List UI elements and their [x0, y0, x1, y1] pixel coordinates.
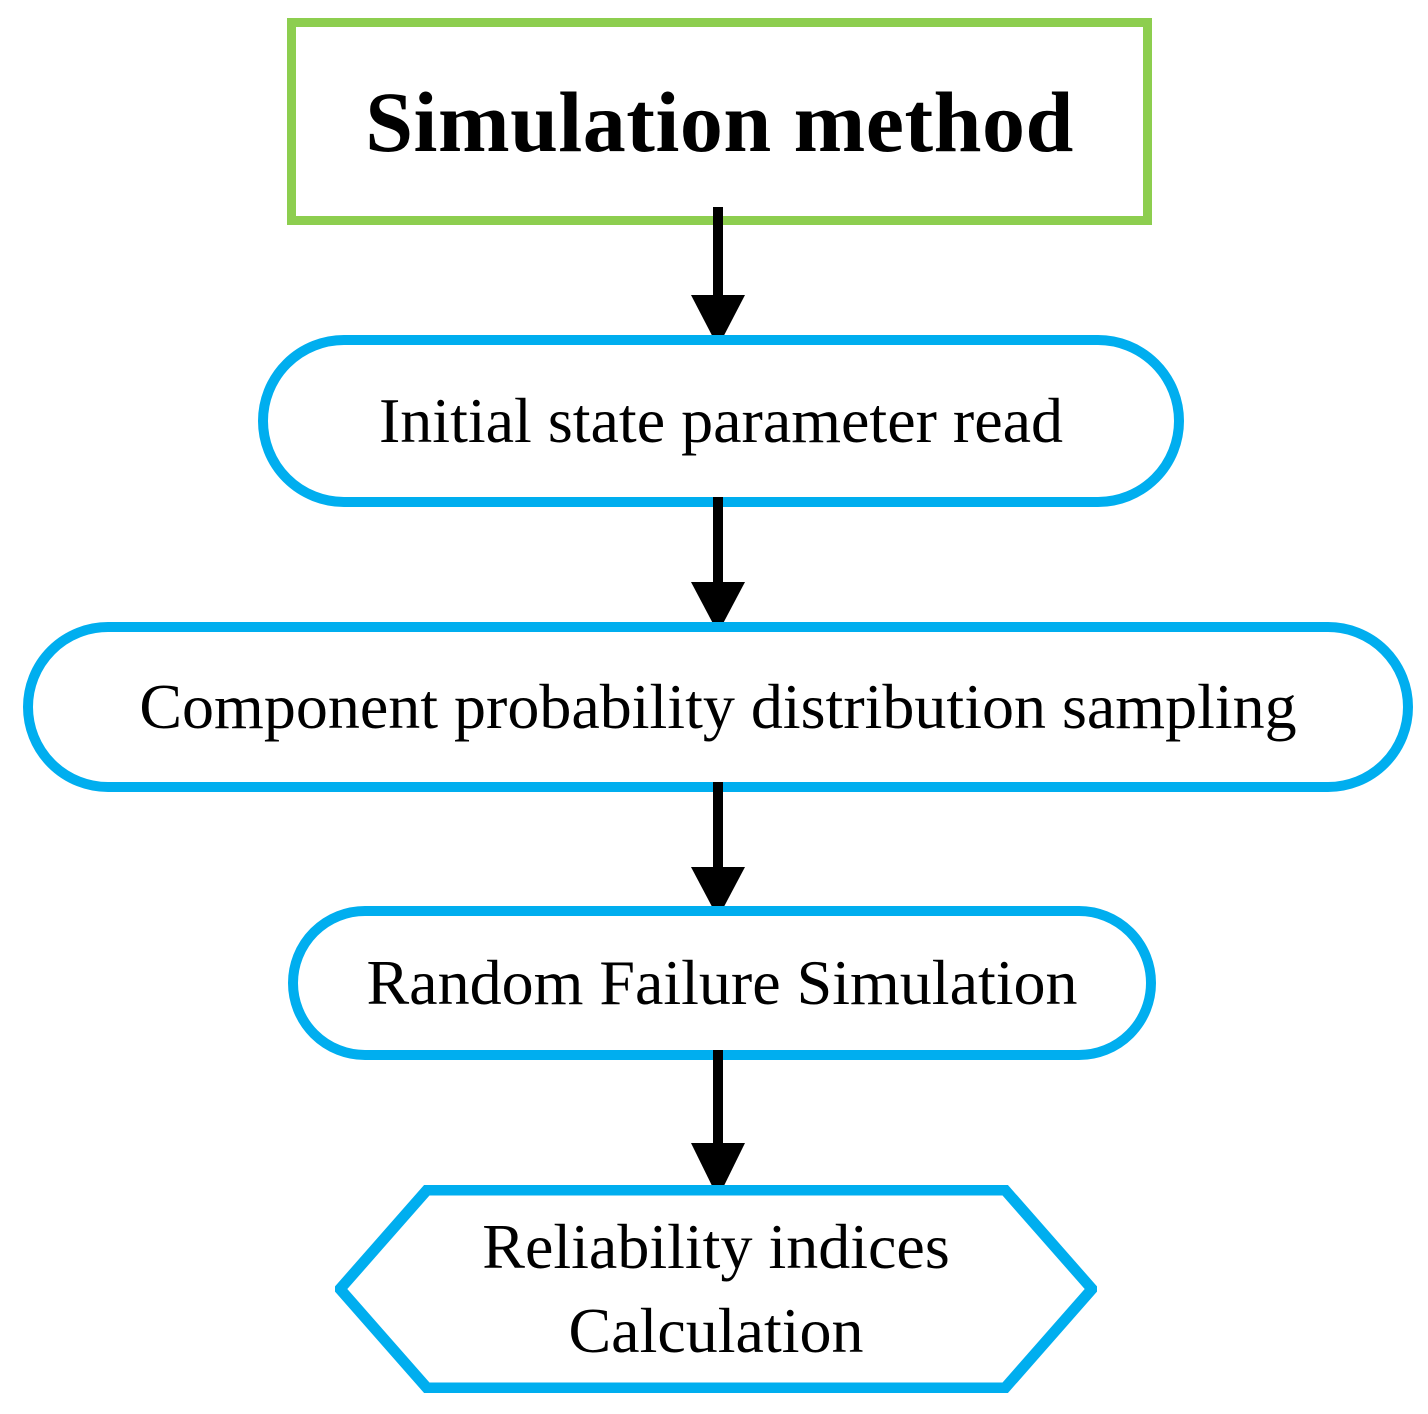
node-random-failure-simulation: Random Failure Simulation — [288, 906, 1156, 1060]
node-random-failure-simulation-label: Random Failure Simulation — [366, 947, 1078, 1019]
node-reliability-indices-calculation: Reliability indices Calculation — [335, 1185, 1097, 1393]
arrow-down-icon-2 — [688, 497, 748, 633]
node-component-probability-distribution-sampling-label: Component probability distribution sampl… — [139, 671, 1297, 743]
arrow-down-icon-3 — [688, 782, 748, 918]
node-initial-state-parameter-read-label: Initial state parameter read — [378, 385, 1064, 457]
arrow-down-icon-4 — [688, 1050, 748, 1198]
node-component-probability-distribution-sampling: Component probability distribution sampl… — [23, 622, 1413, 792]
node-simulation-method: Simulation method — [287, 18, 1152, 225]
node-simulation-method-label: Simulation method — [365, 73, 1074, 170]
hexagon-shape — [335, 1185, 1097, 1393]
node-initial-state-parameter-read: Initial state parameter read — [258, 335, 1184, 507]
arrow-down-icon-1 — [688, 207, 748, 347]
